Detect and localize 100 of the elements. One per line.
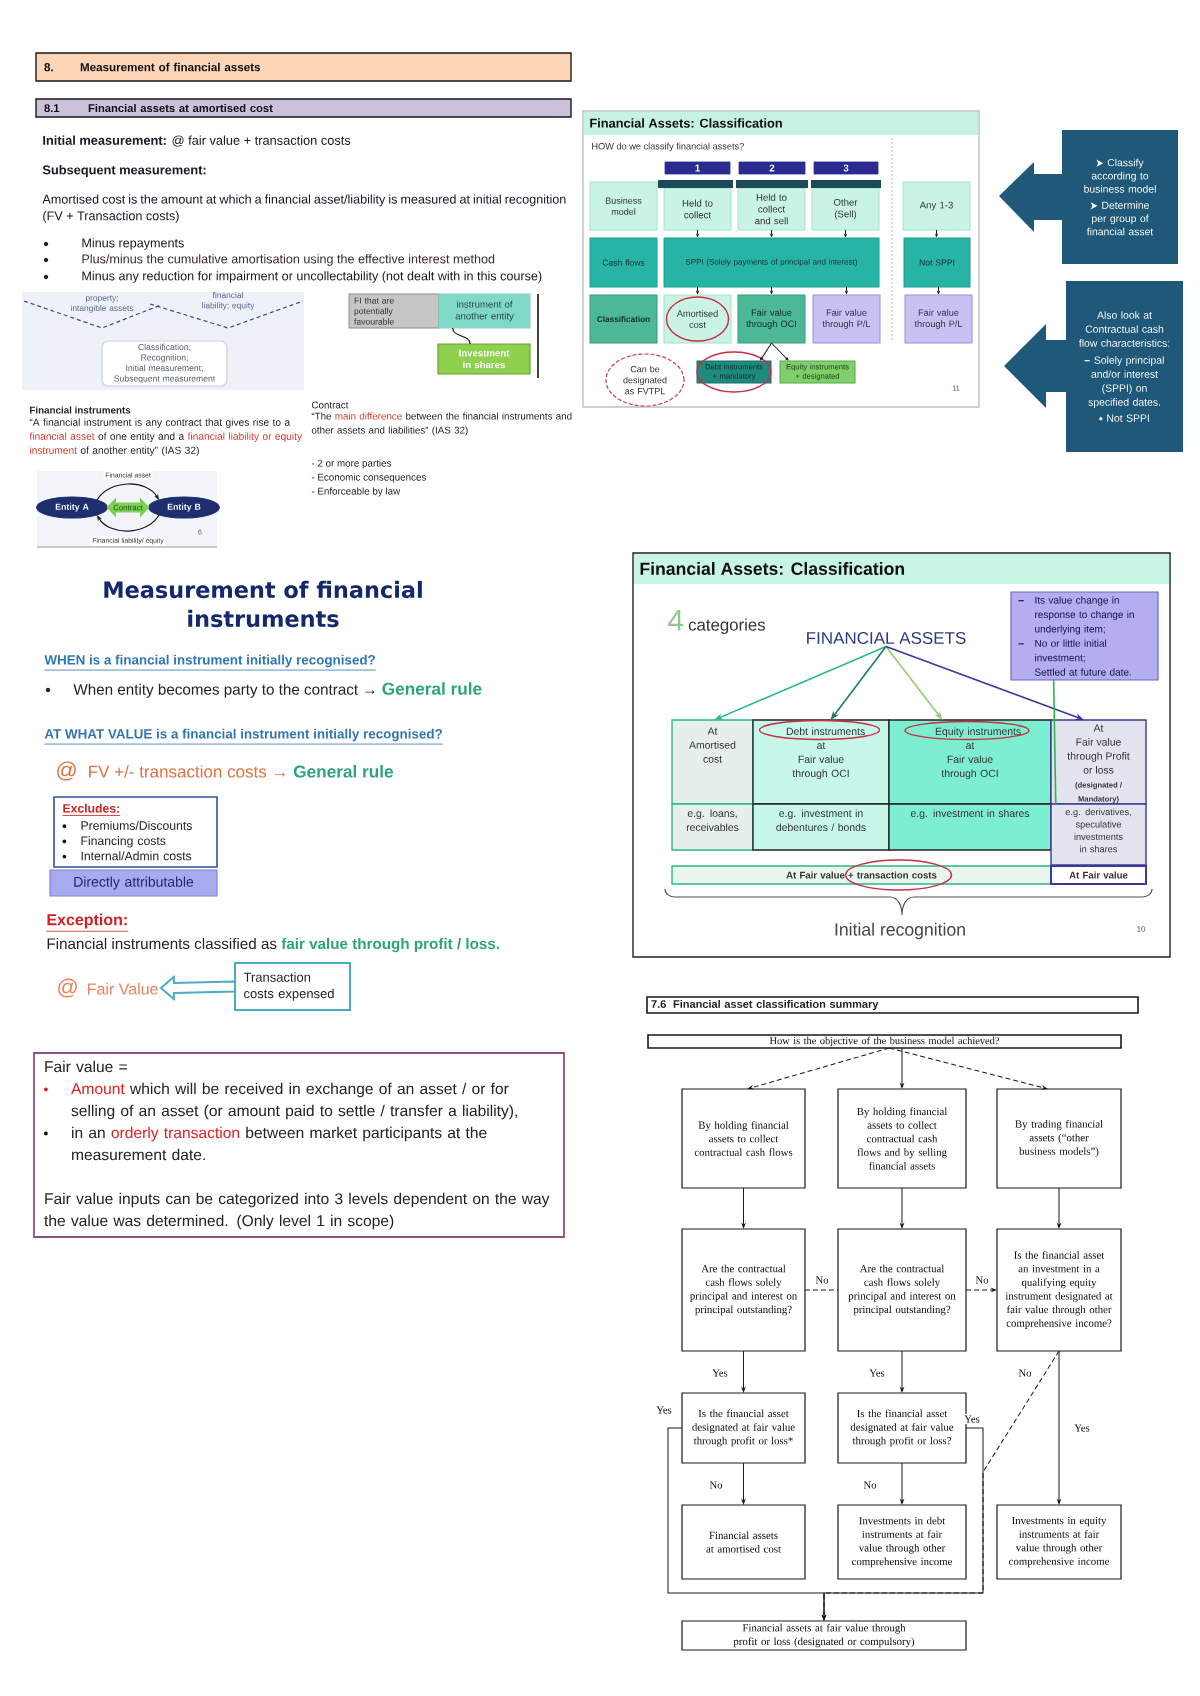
section-heading-bar: 7.6 Financial asset classification summary [646,996,1139,1014]
process-box: Financial assets at fair value through profit or loss (designated or compulsory) [681,1620,967,1651]
arrow [771,342,789,361]
arrow [888,1047,1047,1090]
slide-title-bar: Financial Assets: Classification [634,554,1169,584]
process-box: Fair value through P/L [812,294,881,344]
text-line: Initial measurement: @ fair value + transaction costs [43,135,351,147]
question-box: Is the financial asset designated at fair value through profit or loss* [681,1392,806,1464]
number-box: 3 [813,161,879,175]
question-heading: WHEN is a financial instrument initially recognised? [44,654,377,671]
arrow [965,1288,997,1292]
list-item: - 2 or more parties [311,459,392,469]
process-box: By holding financial assets to collect contractual cash flows and by selling financial assets [837,1088,967,1189]
process-box: Cash flows [589,237,658,288]
table-cell: Debt instruments at Fair value through OCI [752,719,890,805]
arrow [900,1462,904,1505]
edge-label: Yes [867,1367,887,1379]
table-cell: At Fair value + transaction costs [671,865,1052,885]
process-box: Financial assets at amortised cost [681,1504,806,1580]
process-box: Not SPPI [903,237,971,288]
arrow [770,229,773,238]
subheading: Contract [311,401,349,409]
table-cell: At Amortised cost [671,719,754,805]
question-text: HOW do we classify financial assets? [592,142,744,152]
table-cell: e.g. derivatives, speculative investments in shares [1050,803,1147,866]
edge-label: No [1016,1367,1034,1379]
arrow [1057,1187,1061,1229]
quote-text: “A financial instrument is any contract that gives rise to a financial asset of one entity and a financial liability or equity instrument of another entity” (IAS 32) [29,418,303,456]
heading-text: FINANCIAL ASSETS [807,632,966,644]
process-box: Any 1-3 [902,181,971,231]
edge-label: No [861,1479,879,1491]
arrow [935,229,938,238]
slide-title-bar: Financial Assets: Classification [584,112,978,135]
arrow [845,286,848,295]
block-arrow [106,497,150,518]
table-cell: e.g. loans, receivables [671,803,754,851]
arrow [96,483,159,501]
arrow [760,342,772,361]
table-cell: Equity instruments at Fair value through OCI [888,719,1052,805]
note-box: Its value change in response to change in underlying item; No or little initial investment; Settled at future date. [1010,591,1159,681]
arrow [844,229,847,238]
arrow [900,1187,904,1229]
arrow [696,286,699,295]
table-cell: e.g. investment in debentures / bonds [752,803,890,851]
process-box: Amortised cost [663,294,732,344]
connector-line [804,1289,839,1291]
process-box: Investment in shares [437,343,531,375]
label: financial asset [29,432,95,440]
label: “A financial instrument is any contract that gives rise to a [29,418,291,428]
connector-line [452,327,471,345]
title: Measurement of financial instruments [104,580,422,628]
subheading: Subsequent measurement: [42,165,206,177]
block-arrow [159,974,236,1002]
section-heading-bar: 8.1 Financial assets at amortised cost [35,98,572,118]
list-item: Plus/minus the cumulative amortisation using the effective interest method [82,254,495,266]
process-box: By trading financial assets (“other business models”) [996,1088,1122,1189]
leader-line [1052,679,1057,805]
arrow [748,1047,890,1090]
edge-label: Yes [1072,1422,1092,1434]
process-box: FI that are potentially favourable [348,293,440,329]
edge-label: Yes [654,1404,674,1416]
process-box: Investments in debt instruments at fair value through other comprehensive income [837,1504,967,1580]
label: of one entity and a [98,432,185,442]
label: financial liability or equity [187,432,303,442]
edge-label: Yes [710,1367,730,1379]
arrow [97,514,160,532]
process-box: Held to collect [663,187,732,231]
list-item: - Economic consequences [311,473,426,483]
arrow [900,1350,904,1393]
subheading: Exception: [46,913,129,932]
arrow [822,1427,984,1621]
section-heading-bar: 8. Measurement of financial assets [35,52,572,82]
process-box: instrument of another entity [438,293,531,329]
quote-text: “The main difference between the financial instruments and other assets and liabilities” (IAS 32) [311,412,572,436]
question-box: How is the objective of the business model achieved? [647,1034,1122,1049]
ellipse-note: Can be designated as FVTPL [605,353,685,407]
question-box: Is the financial asset an investment in a qualifying equity instrument designated at fair value through other comprehensive income? [996,1228,1122,1352]
highlight-text: @ Fair Value [58,978,158,998]
edge-label: No [813,1274,831,1286]
list-item: Minus any reduction for impairment or uncollectability (not dealt with in this course) [82,271,542,283]
text-box: Fair value = Amount which will be received in exchange of an asset / or for selling of an asset (or amount paid to settle / transfer a liability), in an orderly transaction between market participants at the measurement date. Fair value inputs can be categorized into 3 levels dependent on the way the value was determined. (Only level 1 in scope) [33,1052,565,1238]
label: of another entity” (IAS 32) [80,446,199,456]
rule-text: @ FV +/- transaction costs → General rule [57,761,393,781]
process-box: SPPI (Solely payments of principal and interest) [663,237,880,288]
question-heading: AT WHAT VALUE is a financial instrument initially recognised? [44,728,444,745]
text-box: Transaction costs expensed [234,962,351,1011]
label: instrument [30,446,77,454]
rounded-box: Classification; Recognition; Initial measurement; Subsequent measurement [101,340,228,387]
table-cell: e.g. investment in shares [888,803,1052,851]
arrow [741,1187,746,1229]
list-item: When entity becomes party to the contract → General rule [73,682,482,698]
edge-label: Yes [962,1413,982,1425]
arrow [900,1047,904,1089]
process-box: Investments in equity instruments at fair value through other comprehensive income [996,1504,1122,1580]
process-box: Held to collect and sell [737,187,806,231]
process-box: Business model [589,181,658,231]
process-box: By holding financial assets to collect contractual cash flows [681,1088,806,1189]
text-line: Financial instruments classified as fair value through profit / loss. [47,937,499,953]
process-box: Fair value through OCI [737,294,806,344]
arrow [1057,1350,1061,1505]
